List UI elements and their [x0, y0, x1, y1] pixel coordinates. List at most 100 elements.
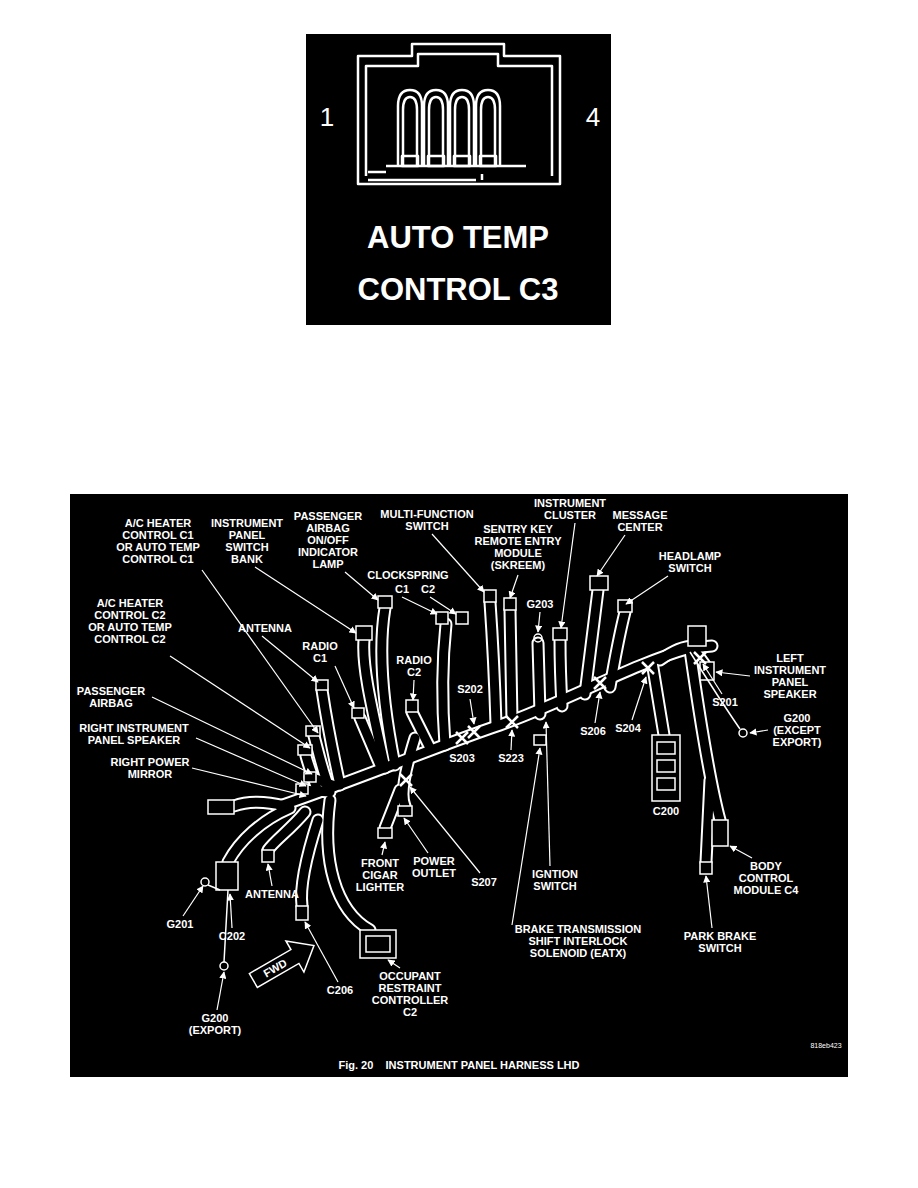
callout-label: ANTENNA	[233, 622, 297, 634]
connector-outline	[358, 44, 560, 184]
callout-label: S223	[493, 752, 529, 764]
leader-line	[335, 666, 354, 708]
callout-label: A/C HEATER CONTROL C1 OR AUTO TEMP CONTR…	[116, 517, 200, 565]
connector-body	[306, 726, 320, 736]
connector-outline	[428, 156, 444, 166]
ground-terminal	[208, 885, 228, 962]
leader-line	[413, 680, 414, 700]
callout-label: OCCUPANT RESTRAINT CONTROLLER C2	[369, 970, 451, 1018]
callout-label: POWER OUTLET	[403, 855, 465, 879]
connector-body	[262, 850, 274, 862]
harness-tube-outline	[228, 590, 720, 930]
splice-mark	[506, 716, 518, 728]
leader-line	[170, 656, 310, 748]
callout-label: S204	[610, 722, 646, 734]
connector-body	[378, 828, 392, 838]
leader-line	[196, 738, 306, 786]
callout-label: BODY CONTROL MODULE C4	[725, 860, 807, 896]
connector-body	[298, 745, 312, 755]
leader-line	[402, 597, 437, 614]
connector-outline	[454, 156, 470, 166]
splice-mark	[400, 774, 412, 786]
connector-body	[456, 612, 468, 624]
callout-label: G201	[160, 918, 200, 930]
leader-line	[626, 576, 668, 604]
callout-label: S206	[575, 725, 611, 737]
connector-outline	[402, 156, 418, 166]
leader-line	[470, 699, 474, 724]
connector-face-view	[306, 34, 611, 325]
leader-line	[730, 846, 752, 858]
leader-line	[305, 922, 338, 982]
callout-label: C202	[212, 930, 252, 942]
connector-body	[657, 742, 675, 754]
leader-line	[268, 864, 272, 886]
callout-label: MULTI-FUNCTION SWITCH	[372, 508, 482, 532]
leader-line	[538, 612, 540, 632]
connector-outline	[358, 44, 560, 184]
connector-view-box: 14AUTO TEMP CONTROL C3	[306, 34, 611, 325]
connector-body	[208, 576, 728, 958]
leader-line	[703, 664, 722, 694]
callout-label: INSTRUMENT CLUSTER	[529, 497, 611, 521]
callout-label: LEFT INSTRUMENT PANEL SPEAKER	[749, 652, 831, 700]
callout-label: G200 (EXPORT)	[184, 1012, 246, 1036]
callout-label: S207	[466, 876, 502, 888]
callout-label: HEADLAMP SWITCH	[654, 550, 726, 574]
callout-label: RIGHT POWER MIRROR	[104, 756, 196, 780]
harness-tube-fill	[228, 590, 720, 930]
callout-label: SENTRY KEY REMOTE ENTRY MODULE (SKREEM)	[471, 523, 565, 571]
leader-line	[561, 523, 575, 628]
callout-label: CLOCKSPRING	[358, 569, 458, 581]
connector-title: AUTO TEMP CONTROL C3	[318, 212, 598, 316]
leader-line	[750, 730, 768, 733]
connector-outline	[455, 97, 469, 166]
callout-label: G200 (EXCEPT EXPORT)	[766, 712, 828, 748]
connector-outline	[398, 90, 422, 166]
splice-mark	[594, 677, 606, 689]
splice-mark	[468, 726, 480, 738]
leader-line	[512, 748, 540, 925]
connector-outline	[368, 172, 482, 180]
connector-body	[688, 626, 706, 646]
callout-label: ANTENNA	[240, 888, 304, 900]
connector-outline	[424, 90, 448, 166]
ground-terminal	[690, 652, 740, 729]
callout-label: S201	[707, 696, 743, 708]
figure-code: 818eb423	[796, 1042, 856, 1050]
splice-mark	[456, 732, 468, 744]
connector-body	[553, 628, 567, 640]
callout-label: FRONT CIGAR LIGHTER	[349, 857, 411, 893]
pin-number: 1	[310, 102, 344, 132]
figure-panel	[70, 494, 848, 1077]
leader-line	[511, 730, 512, 750]
leader-line	[510, 575, 518, 598]
connector-body	[534, 735, 546, 745]
leader-line	[230, 894, 232, 928]
leader-line	[192, 768, 306, 796]
callout-label: PASSENGER AIRBAG	[71, 685, 151, 709]
connector-body	[398, 806, 412, 816]
callout-label: RADIO C2	[389, 654, 439, 678]
callout-label: RADIO C1	[295, 640, 345, 664]
callout-label: C206	[320, 984, 360, 996]
callout-label: PARK BRAKE SWITCH	[680, 930, 760, 954]
leader-line	[595, 692, 600, 723]
connector-body	[356, 626, 372, 640]
ground-terminal	[201, 878, 209, 886]
splice-mark	[400, 652, 706, 786]
leader-line	[382, 842, 385, 855]
splice-mark	[642, 662, 654, 674]
connector-body	[590, 576, 608, 590]
callout-label: S202	[452, 683, 488, 695]
callout-label: C1	[392, 583, 412, 595]
leader-line	[706, 876, 712, 928]
connector-body	[360, 930, 396, 958]
callout-label: S203	[444, 752, 480, 764]
callout-label: BRAKE TRANSMISSION SHIFT INTERLOCK SOLEN…	[503, 923, 653, 959]
callout-label: MESSAGE CENTER	[604, 509, 676, 533]
leader-line	[217, 972, 224, 1010]
connector-body	[296, 906, 308, 920]
